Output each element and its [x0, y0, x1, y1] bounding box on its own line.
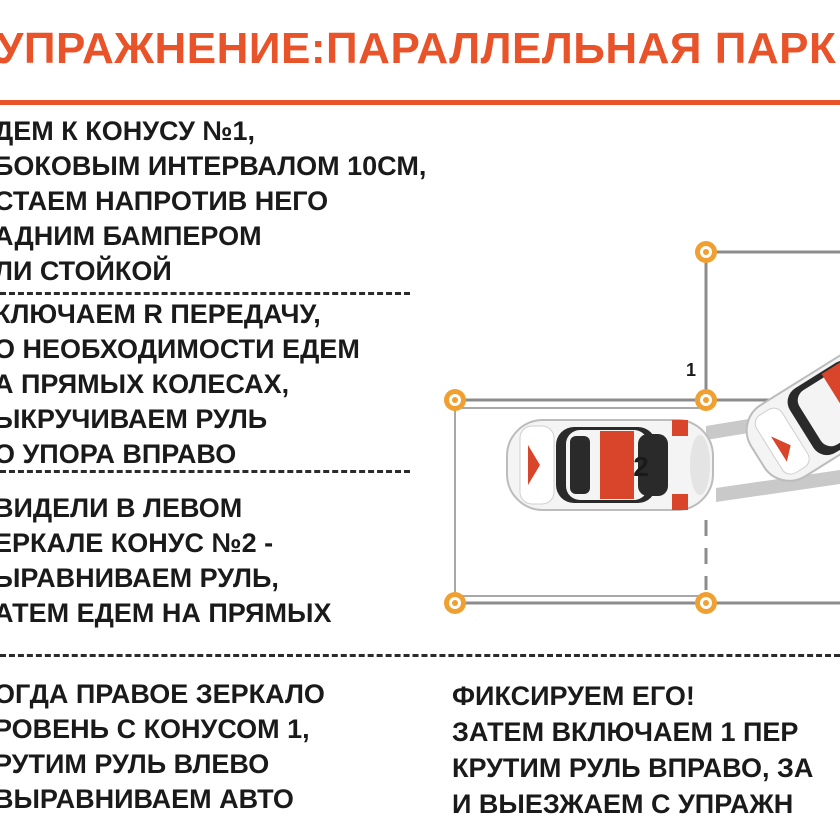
text-line: ЛИ СТОЙКОЙ: [0, 256, 172, 286]
cone-icon: [695, 241, 717, 263]
text-line: БОКОВЫМ ИНТЕРВАЛОМ 10СМ,: [0, 151, 427, 181]
step-4-text: ОГДА ПРАВОЕ ЗЕРКАЛО РОВЕНЬ С КОНУСОМ 1, …: [0, 676, 325, 816]
step-3-text: ВИДЕЛИ В ЛЕВОМ ЕРКАЛЕ КОНУС №2 - ЫРАВНИВ…: [0, 491, 331, 631]
text-line: ЫРАВНИВАЕМ РУЛЬ,: [0, 563, 279, 593]
cone-icon: [444, 592, 466, 614]
step-1-text: ДЕМ К КОНУСУ №1, БОКОВЫМ ИНТЕРВАЛОМ 10СМ…: [0, 114, 426, 289]
step-divider: [0, 292, 410, 295]
car-icon: [745, 351, 840, 482]
text-line: ЕРКАЛЕ КОНУС №2 -: [0, 528, 274, 558]
cone-icon: [695, 389, 717, 411]
step-2-text: КЛЮЧАЕМ R ПЕРЕДАЧУ, О НЕОБХОДИМОСТИ ЕДЕМ…: [0, 297, 360, 472]
step-5-text: ФИКСИРУЕМ ЕГО! ЗАТЕМ ВКЛЮЧАЕМ 1 ПЕР КРУТ…: [452, 678, 813, 822]
cone-icon: [695, 592, 717, 614]
cone-label: 1: [686, 360, 696, 380]
page-title: УПРАЖНЕНИЕ:ПАРАЛЛЕЛЬНАЯ ПАРК: [0, 24, 837, 73]
step-divider: [0, 470, 410, 473]
text-line: КРУТИМ РУЛЬ ВПРАВО, ЗА: [452, 753, 814, 783]
car-icon: 2: [506, 419, 714, 511]
text-line: АДНИМ БАМПЕРОМ: [0, 221, 262, 251]
car-number: 2: [633, 451, 649, 482]
step-divider: [0, 654, 840, 657]
text-line: РУТИМ РУЛЬ ВЛЕВО: [0, 749, 270, 779]
text-line: О НЕОБХОДИМОСТИ ЕДЕМ: [0, 334, 360, 364]
text-line: ДЕМ К КОНУСУ №1,: [0, 116, 256, 146]
text-line: АТЕМ ЕДЕМ НА ПРЯМЫХ: [0, 598, 332, 628]
text-line: КЛЮЧАЕМ R ПЕРЕДАЧУ,: [0, 299, 321, 329]
text-line: ОГДА ПРАВОЕ ЗЕРКАЛО: [0, 679, 325, 709]
cone-icon: [444, 389, 466, 411]
text-line: ЫКРУЧИВАЕМ РУЛЬ: [0, 404, 268, 434]
text-line: РОВЕНЬ С КОНУСОМ 1,: [0, 714, 310, 744]
text-line: ФИКСИРУЕМ ЕГО!: [452, 681, 695, 711]
text-line: А ПРЯМЫХ КОЛЕСАХ,: [0, 369, 290, 399]
text-line: ЗАТЕМ ВКЛЮЧАЕМ 1 ПЕР: [452, 717, 799, 747]
text-line: ВИДЕЛИ В ЛЕВОМ: [0, 493, 243, 523]
text-line: О УПОРА ВПРАВО: [0, 439, 237, 469]
title-underline: [0, 100, 840, 105]
text-line: ВЫРАВНИВАЕМ АВТО: [0, 784, 294, 814]
text-line: СТАЕМ НАПРОТИВ НЕГО: [0, 186, 329, 216]
text-line: И ВЫЕЗЖАЕМ С УПРАЖН: [452, 789, 794, 819]
